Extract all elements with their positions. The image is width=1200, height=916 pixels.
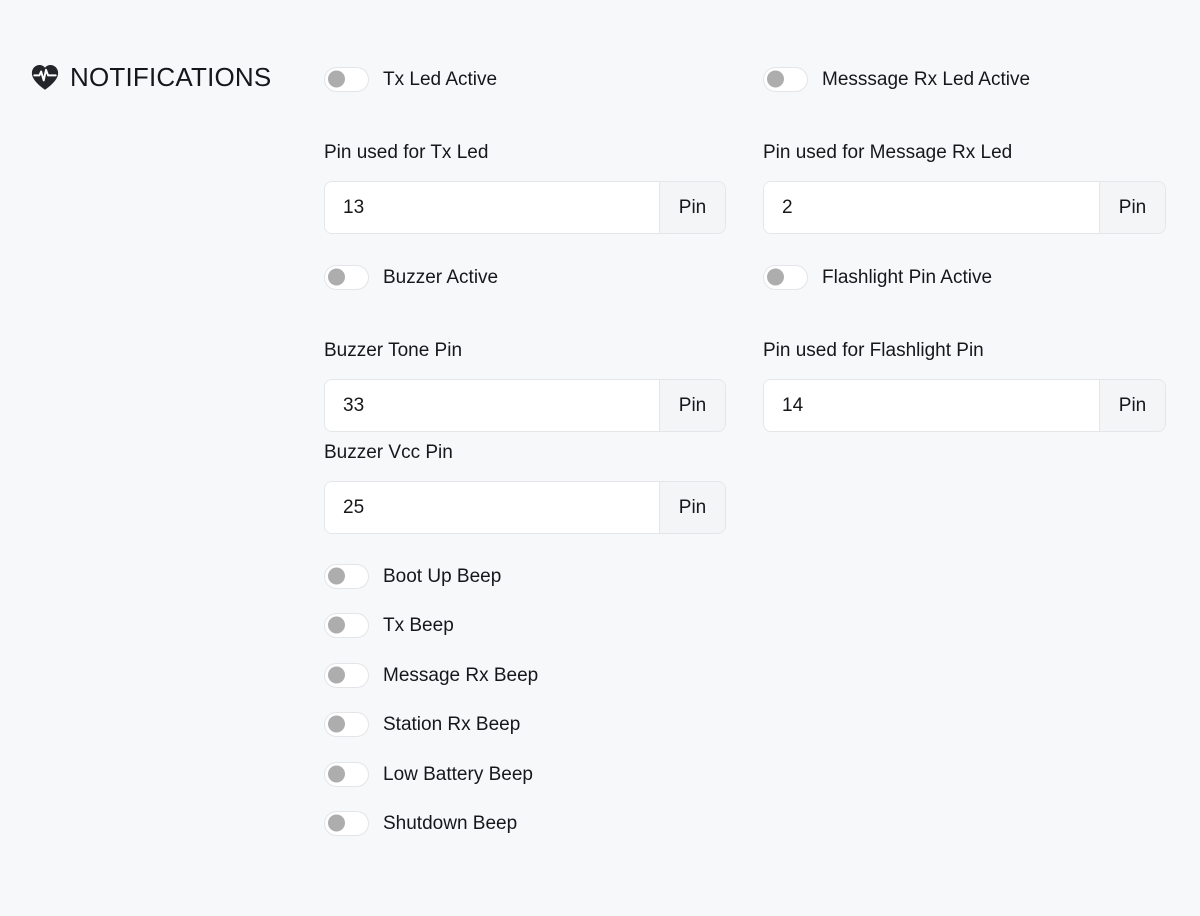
toggle-row-station-rx-beep[interactable]: Station Rx Beep [324, 709, 726, 739]
toggle-label-message-rx-led-active: Messsage Rx Led Active [822, 68, 1031, 90]
page-title: NOTIFICATIONS [70, 62, 272, 92]
switch-knob [767, 70, 784, 88]
toggle-label-low-battery-beep: Low Battery Beep [383, 763, 533, 785]
toggle-row-tx-led-active[interactable]: Tx Led Active [324, 64, 726, 94]
input-buzzer-vcc-pin[interactable] [325, 482, 659, 533]
section-header: NOTIFICATIONS [30, 62, 271, 92]
switch-station-rx-beep[interactable] [324, 711, 369, 737]
switch-boot-up-beep[interactable] [324, 563, 369, 589]
toggle-row-tx-beep[interactable]: Tx Beep [324, 610, 726, 640]
switch-knob [328, 567, 345, 585]
toggle-row-boot-up-beep[interactable]: Boot Up Beep [324, 561, 726, 591]
input-group-message-rx-led-pin[interactable]: Pin [763, 181, 1166, 234]
switch-message-rx-led-active[interactable] [763, 66, 808, 92]
switch-knob [328, 70, 345, 88]
toggle-row-message-rx-beep[interactable]: Message Rx Beep [324, 660, 726, 690]
input-flashlight-pin[interactable] [764, 380, 1099, 431]
input-tx-led-pin[interactable] [325, 182, 659, 233]
input-group-buzzer-tone-pin[interactable]: Pin [324, 379, 726, 432]
toggle-label-buzzer-active: Buzzer Active [383, 266, 499, 288]
toggle-label-message-rx-beep: Message Rx Beep [383, 664, 539, 686]
switch-message-rx-beep[interactable] [324, 662, 369, 688]
input-group-flashlight-pin[interactable]: Pin [763, 379, 1166, 432]
toggle-label-shutdown-beep: Shutdown Beep [383, 812, 518, 834]
input-addon-pin: Pin [1099, 182, 1165, 233]
label-flashlight-pin: Pin used for Flashlight Pin [763, 340, 984, 361]
switch-knob [328, 814, 345, 832]
label-tx-led-pin: Pin used for Tx Led [324, 142, 489, 163]
input-addon-pin: Pin [1099, 380, 1165, 431]
input-addon-pin: Pin [659, 482, 725, 533]
label-buzzer-vcc-pin: Buzzer Vcc Pin [324, 442, 453, 463]
switch-knob [328, 765, 345, 783]
input-message-rx-led-pin[interactable] [764, 182, 1099, 233]
switch-knob [328, 666, 345, 684]
toggle-row-buzzer-active[interactable]: Buzzer Active [324, 262, 726, 292]
input-addon-pin: Pin [659, 182, 725, 233]
toggle-label-tx-beep: Tx Beep [383, 614, 454, 636]
switch-shutdown-beep[interactable] [324, 810, 369, 836]
toggle-label-tx-led-active: Tx Led Active [383, 68, 498, 90]
toggle-label-station-rx-beep: Station Rx Beep [383, 713, 521, 735]
input-group-tx-led-pin[interactable]: Pin [324, 181, 726, 234]
switch-knob [328, 268, 345, 286]
switch-knob [328, 715, 345, 733]
toggle-row-low-battery-beep[interactable]: Low Battery Beep [324, 759, 726, 789]
switch-tx-beep[interactable] [324, 612, 369, 638]
switch-flashlight-pin-active[interactable] [763, 264, 808, 290]
toggle-label-flashlight-pin-active: Flashlight Pin Active [822, 266, 993, 288]
switch-low-battery-beep[interactable] [324, 761, 369, 787]
toggle-row-shutdown-beep[interactable]: Shutdown Beep [324, 808, 726, 838]
input-group-buzzer-vcc-pin[interactable]: Pin [324, 481, 726, 534]
toggle-row-message-rx-led-active[interactable]: Messsage Rx Led Active [763, 64, 1166, 94]
input-buzzer-tone-pin[interactable] [325, 380, 659, 431]
toggle-row-flashlight-pin-active[interactable]: Flashlight Pin Active [763, 262, 1166, 292]
switch-tx-led-active[interactable] [324, 66, 369, 92]
label-message-rx-led-pin: Pin used for Message Rx Led [763, 142, 1013, 163]
switch-buzzer-active[interactable] [324, 264, 369, 290]
switch-knob [767, 268, 784, 286]
input-addon-pin: Pin [659, 380, 725, 431]
switch-knob [328, 616, 345, 634]
heartbeat-icon [30, 62, 60, 92]
label-buzzer-tone-pin: Buzzer Tone Pin [324, 340, 463, 361]
toggle-label-boot-up-beep: Boot Up Beep [383, 565, 502, 587]
